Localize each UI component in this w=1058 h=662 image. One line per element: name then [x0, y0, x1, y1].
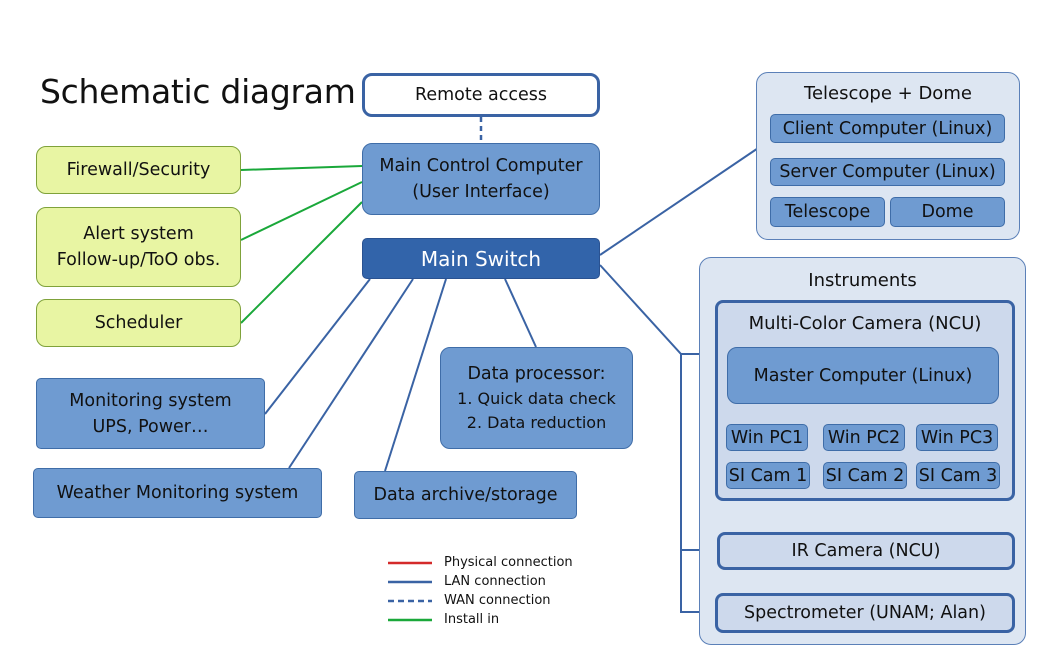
legend-swatch-lan: [388, 580, 432, 583]
main-control-label-line1: Main Control Computer: [379, 156, 583, 176]
win-pc2-label: Win PC2: [827, 427, 901, 448]
instruments-title: Instruments: [808, 270, 917, 291]
si-cam1-label: SI Cam 1: [728, 465, 808, 486]
scheduler-node: Scheduler: [36, 299, 241, 347]
server-computer-label: Server Computer (Linux): [779, 162, 996, 182]
alert-label-line2: Follow-up/ToO obs.: [56, 250, 221, 270]
alert-system-node: Alert system Follow-up/ToO obs.: [36, 207, 241, 287]
master-computer-node: Master Computer (Linux): [727, 347, 999, 404]
dome-label: Dome: [921, 202, 974, 222]
lan-line-processor: [504, 278, 537, 348]
firewall-label: Firewall/Security: [66, 160, 211, 180]
master-computer-label: Master Computer (Linux): [753, 365, 973, 386]
data-processor-item2: 2. Data reduction: [466, 413, 607, 432]
legend-swatch-physical: [388, 561, 432, 564]
ir-camera-label: IR Camera (NCU): [791, 541, 941, 561]
client-computer-label: Client Computer (Linux): [782, 118, 993, 139]
lan-line-telescope: [599, 139, 771, 256]
remote-access-node: Remote access: [362, 73, 600, 117]
page-title: Schematic diagram: [40, 72, 356, 111]
win-pc1-label: Win PC1: [730, 427, 804, 448]
client-computer-node: Client Computer (Linux): [770, 114, 1005, 143]
monitoring-system-node: Monitoring system UPS, Power…: [36, 378, 265, 449]
dome-node: Dome: [890, 197, 1005, 227]
data-processor-node: Data processor: 1. Quick data check 2. D…: [440, 347, 633, 449]
si-cam2-label: SI Cam 2: [825, 465, 905, 486]
main-control-label-line2: (User Interface): [412, 182, 550, 202]
lan-line-archive: [384, 278, 447, 472]
main-switch-label: Main Switch: [420, 246, 542, 271]
legend-label-lan: LAN connection: [444, 574, 546, 589]
monitoring-label-line1: Monitoring system: [69, 390, 232, 411]
si-cam1-node: SI Cam 1: [726, 462, 810, 489]
legend-item-install: Install in: [388, 610, 573, 629]
legend-item-physical: Physical connection: [388, 553, 573, 572]
data-archive-node: Data archive/storage: [354, 471, 577, 519]
si-cam3-label: SI Cam 3: [918, 465, 998, 486]
ir-camera-node: IR Camera (NCU): [717, 532, 1015, 570]
firewall-node: Firewall/Security: [36, 146, 241, 194]
install-line-alert: [240, 181, 363, 241]
telescope-dome-title: Telescope + Dome: [804, 83, 972, 104]
si-cam2-node: SI Cam 2: [823, 462, 907, 489]
scheduler-label: Scheduler: [94, 313, 183, 333]
win-pc3-node: Win PC3: [916, 424, 998, 451]
weather-monitoring-node: Weather Monitoring system: [33, 468, 322, 518]
spectrometer-label: Spectrometer (UNAM; Alan): [744, 603, 986, 623]
data-processor-title: Data processor:: [467, 364, 606, 384]
remote-access-label: Remote access: [414, 85, 548, 105]
server-computer-node: Server Computer (Linux): [770, 158, 1005, 186]
weather-label: Weather Monitoring system: [56, 483, 299, 503]
legend-item-lan: LAN connection: [388, 572, 573, 591]
legend-swatch-wan: [388, 599, 432, 602]
main-switch-node: Main Switch: [362, 238, 600, 279]
install-line-firewall: [240, 165, 363, 171]
win-pc3-label: Win PC3: [920, 427, 994, 448]
data-processor-item1: 1. Quick data check: [457, 389, 616, 408]
install-line-scheduler: [240, 201, 363, 324]
telescope-label: Telescope: [784, 202, 871, 222]
lan-line-weather: [288, 278, 414, 469]
telescope-node: Telescope: [770, 197, 885, 227]
legend-item-wan: WAN connection: [388, 591, 573, 610]
legend-label-install: Install in: [444, 612, 500, 627]
lan-line-monitoring: [264, 278, 371, 415]
data-archive-label: Data archive/storage: [373, 485, 558, 505]
si-cam3-node: SI Cam 3: [916, 462, 1000, 489]
win-pc1-node: Win PC1: [726, 424, 808, 451]
multi-color-camera-title: Multi-Color Camera (NCU): [748, 313, 982, 334]
main-control-computer-node: Main Control Computer (User Interface): [362, 143, 600, 215]
legend: Physical connection LAN connection WAN c…: [388, 553, 573, 629]
win-pc2-node: Win PC2: [823, 424, 905, 451]
monitoring-label-line2: UPS, Power…: [92, 416, 209, 437]
spectrometer-node: Spectrometer (UNAM; Alan): [715, 593, 1015, 633]
legend-label-physical: Physical connection: [444, 555, 573, 570]
legend-swatch-install: [388, 618, 432, 621]
legend-label-wan: WAN connection: [444, 593, 551, 608]
alert-label-line1: Alert system: [83, 224, 194, 244]
